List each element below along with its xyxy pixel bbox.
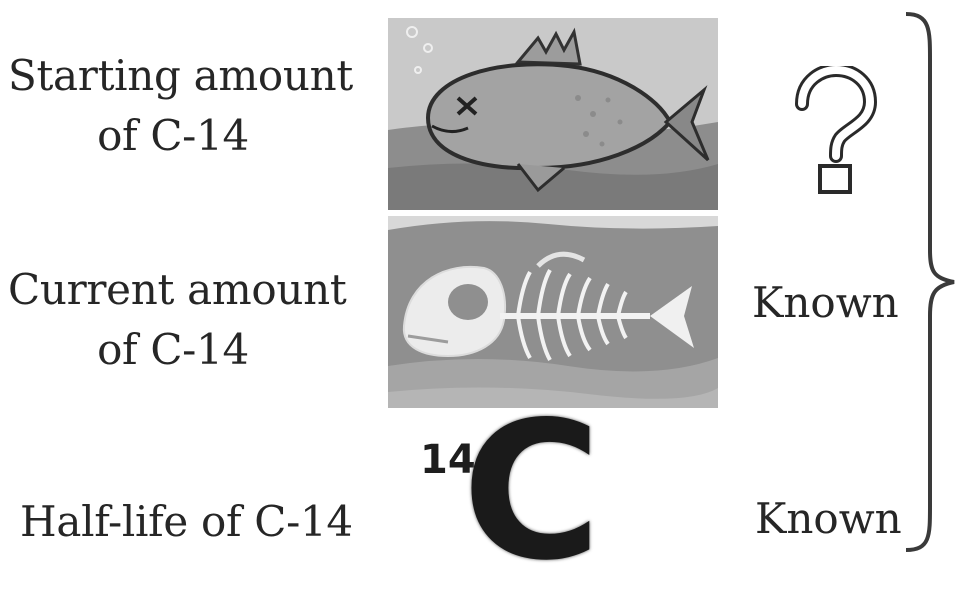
label-current-amount: Current amount of C-14 bbox=[8, 260, 338, 380]
label-half-life: Half-life of C-14 bbox=[20, 492, 360, 552]
dead-fish-icon bbox=[388, 18, 718, 210]
status-current-amount: Known bbox=[752, 278, 899, 327]
status-half-life: Known bbox=[755, 494, 902, 543]
label-half-life-line-1: Half-life of C-14 bbox=[20, 492, 360, 552]
fossil-fish-panel bbox=[388, 216, 718, 408]
isotope-element-symbol: C bbox=[462, 397, 601, 587]
carbon-14-symbol: 14 C bbox=[420, 425, 620, 571]
label-starting-amount: Starting amount of C-14 bbox=[8, 46, 338, 166]
fish-skeleton-icon bbox=[388, 216, 718, 408]
label-starting-line-1: Starting amount bbox=[8, 46, 338, 106]
live-fish-panel bbox=[388, 18, 718, 210]
question-mark-icon bbox=[788, 66, 878, 196]
label-current-line-1: Current amount bbox=[8, 260, 338, 320]
label-starting-line-2: of C-14 bbox=[8, 106, 338, 166]
label-current-line-2: of C-14 bbox=[8, 320, 338, 380]
right-brace-icon bbox=[900, 10, 964, 555]
